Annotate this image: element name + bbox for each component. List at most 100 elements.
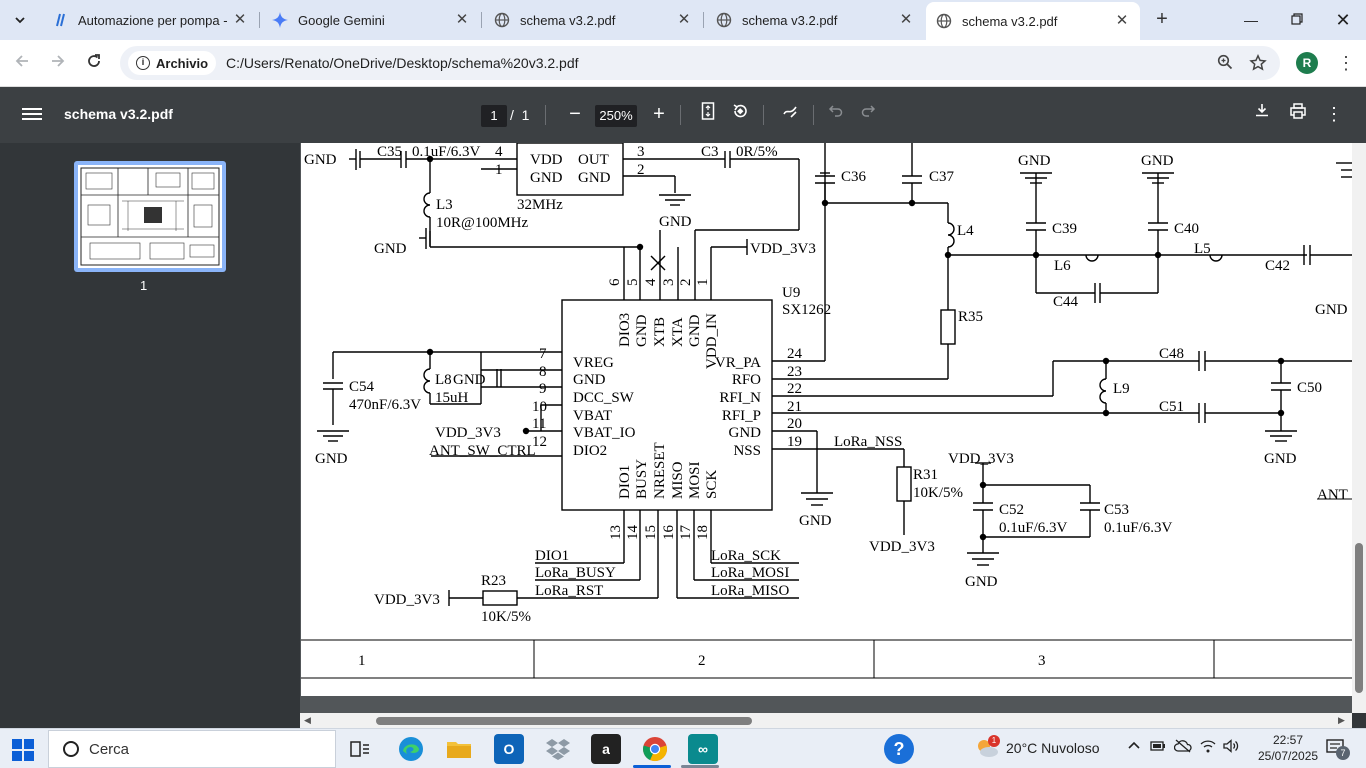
weather-icon[interactable]: 1 (974, 735, 1000, 759)
wifi-icon[interactable] (1200, 739, 1216, 756)
horizontal-scrollbar[interactable]: ◀ ▶ (300, 713, 1352, 728)
horizontal-scrollbar-thumb[interactable] (376, 717, 752, 725)
close-icon[interactable]: ✕ (233, 11, 247, 28)
schematic-label: GND (578, 170, 611, 186)
menu-icon[interactable] (22, 105, 42, 125)
schematic-label: C44 (1053, 294, 1079, 310)
rotate-icon[interactable] (728, 102, 752, 126)
chip-pin-label: VBAT_IO (573, 425, 636, 441)
file-explorer-icon[interactable] (444, 734, 474, 764)
globe-icon (936, 13, 952, 29)
pdf-toolbar: schema v3.2.pdf 1 / 1 − 250% + ⋮ (0, 87, 1366, 143)
download-icon[interactable] (1250, 102, 1274, 126)
schematic-label: 0.1uF/6.3V (1104, 520, 1173, 536)
address-bar[interactable]: i Archivio C:/Users/Renato/OneDrive/Desk… (120, 46, 1280, 80)
close-icon[interactable]: ✕ (677, 11, 691, 28)
chip-pin-label: GND (573, 372, 606, 388)
site-info-label: Archivio (156, 55, 209, 71)
close-icon[interactable]: ✕ (1115, 12, 1129, 29)
tab-strip: Automazione per pompa - H ✕ Google Gemin… (0, 0, 1366, 40)
toolbar-divider (763, 105, 764, 125)
chip-pin-label: NSS (733, 443, 761, 459)
pdf-document-area[interactable]: GND C35 0.1uF/6.3V 4 1 VDD OUT GND GND 3… (300, 143, 1352, 713)
schematic-label: VDD (530, 152, 563, 168)
zoom-in-button[interactable]: + (653, 103, 665, 125)
annotate-pen-icon[interactable] (778, 102, 802, 126)
print-icon[interactable] (1286, 102, 1310, 126)
outlook-icon[interactable]: O (494, 734, 524, 764)
back-button[interactable] (9, 50, 35, 76)
zoom-out-button[interactable]: − (569, 103, 581, 125)
new-tab-button[interactable]: + (1156, 8, 1168, 30)
vertical-scrollbar[interactable] (1352, 143, 1366, 713)
zoom-level-input[interactable]: 250% (595, 105, 637, 127)
scroll-right-icon[interactable]: ▶ (1338, 715, 1345, 725)
gemini-icon (272, 12, 288, 28)
forward-button[interactable] (45, 50, 71, 76)
chip-pin-label: GND (729, 425, 762, 441)
page-thumbnail[interactable] (74, 161, 226, 272)
schematic-label: C39 (1052, 221, 1077, 237)
system-clock[interactable]: 22:57 25/07/2025 (1258, 732, 1318, 764)
redo-icon[interactable] (856, 102, 880, 126)
undo-icon[interactable] (824, 102, 848, 126)
close-icon[interactable]: ✕ (455, 11, 469, 28)
cloud-offline-icon[interactable] (1173, 739, 1192, 756)
profile-avatar[interactable]: R (1296, 52, 1318, 74)
tab-search-button[interactable] (6, 6, 34, 34)
tab-automazione[interactable]: Automazione per pompa - H ✕ (42, 4, 258, 36)
border-column-label: 2 (698, 653, 706, 669)
bookmark-star-icon[interactable] (1248, 53, 1268, 74)
schematic-label: L6 (1054, 258, 1071, 274)
schematic-label: ANT_SW_CTRL (429, 443, 536, 459)
tab-gemini[interactable]: Google Gemini ✕ (262, 4, 480, 36)
page-count: / 1 (510, 107, 529, 123)
arduino-icon[interactable]: ∞ (688, 734, 718, 764)
tab-schema-1[interactable]: schema v3.2.pdf ✕ (484, 4, 702, 36)
vertical-scrollbar-thumb[interactable] (1355, 543, 1363, 693)
site-info-chip[interactable]: i Archivio (128, 51, 217, 75)
chevron-up-icon[interactable] (1127, 738, 1141, 755)
help-icon[interactable]: ? (884, 734, 914, 764)
dropbox-icon[interactable] (543, 734, 573, 764)
minimize-button[interactable]: — (1244, 12, 1258, 28)
more-options-icon[interactable]: ⋮ (1325, 104, 1343, 124)
schematic-label: LoRa_BUSY (535, 565, 616, 581)
close-window-button[interactable]: ✕ (1335, 10, 1351, 30)
pin-number: 11 (532, 416, 546, 432)
restore-button[interactable] (1274, 6, 1320, 34)
battery-icon[interactable] (1150, 739, 1166, 756)
page-number-input[interactable]: 1 (481, 105, 507, 127)
chrome-icon[interactable] (640, 734, 670, 764)
zoom-magnifier-icon[interactable] (1215, 54, 1235, 74)
schematic-label: SX1262 (782, 302, 831, 318)
notification-icon[interactable]: 7 (1326, 739, 1350, 760)
tab-label: schema v3.2.pdf (962, 13, 1058, 29)
reload-button[interactable] (81, 50, 107, 76)
tab-schema-2[interactable]: schema v3.2.pdf ✕ (706, 4, 924, 36)
close-icon[interactable]: ✕ (899, 11, 913, 28)
arduino-running-indicator (681, 765, 719, 768)
windows-start-icon[interactable] (12, 739, 34, 761)
weather-text[interactable]: 20°C Nuvoloso (1006, 740, 1100, 756)
amazon-icon[interactable]: a (591, 734, 621, 764)
chip-pin-label: RFO (732, 372, 761, 388)
info-icon: i (136, 56, 150, 70)
schematic-label: C42 (1265, 258, 1290, 274)
fit-page-icon[interactable] (696, 102, 720, 126)
tab-schema-active[interactable]: schema v3.2.pdf ✕ (926, 2, 1140, 40)
taskbar-search-box[interactable]: Cerca (48, 730, 336, 768)
toolbar-divider (680, 105, 681, 125)
edge-icon[interactable] (396, 734, 426, 764)
schematic-label: 10K/5% (481, 609, 531, 625)
task-view-icon[interactable] (345, 734, 375, 764)
chip-pin-label: GND (687, 314, 703, 347)
volume-icon[interactable] (1222, 739, 1240, 756)
schematic-label: VDD_3V3 (750, 241, 816, 257)
schematic-label: GND (659, 214, 692, 230)
scroll-left-icon[interactable]: ◀ (304, 715, 311, 725)
schematic-label: C36 (841, 169, 867, 185)
pin-number: 8 (539, 364, 547, 380)
browser-menu-icon[interactable]: ⋮ (1337, 53, 1355, 73)
schematic-label: VDD_3V3 (374, 592, 440, 608)
